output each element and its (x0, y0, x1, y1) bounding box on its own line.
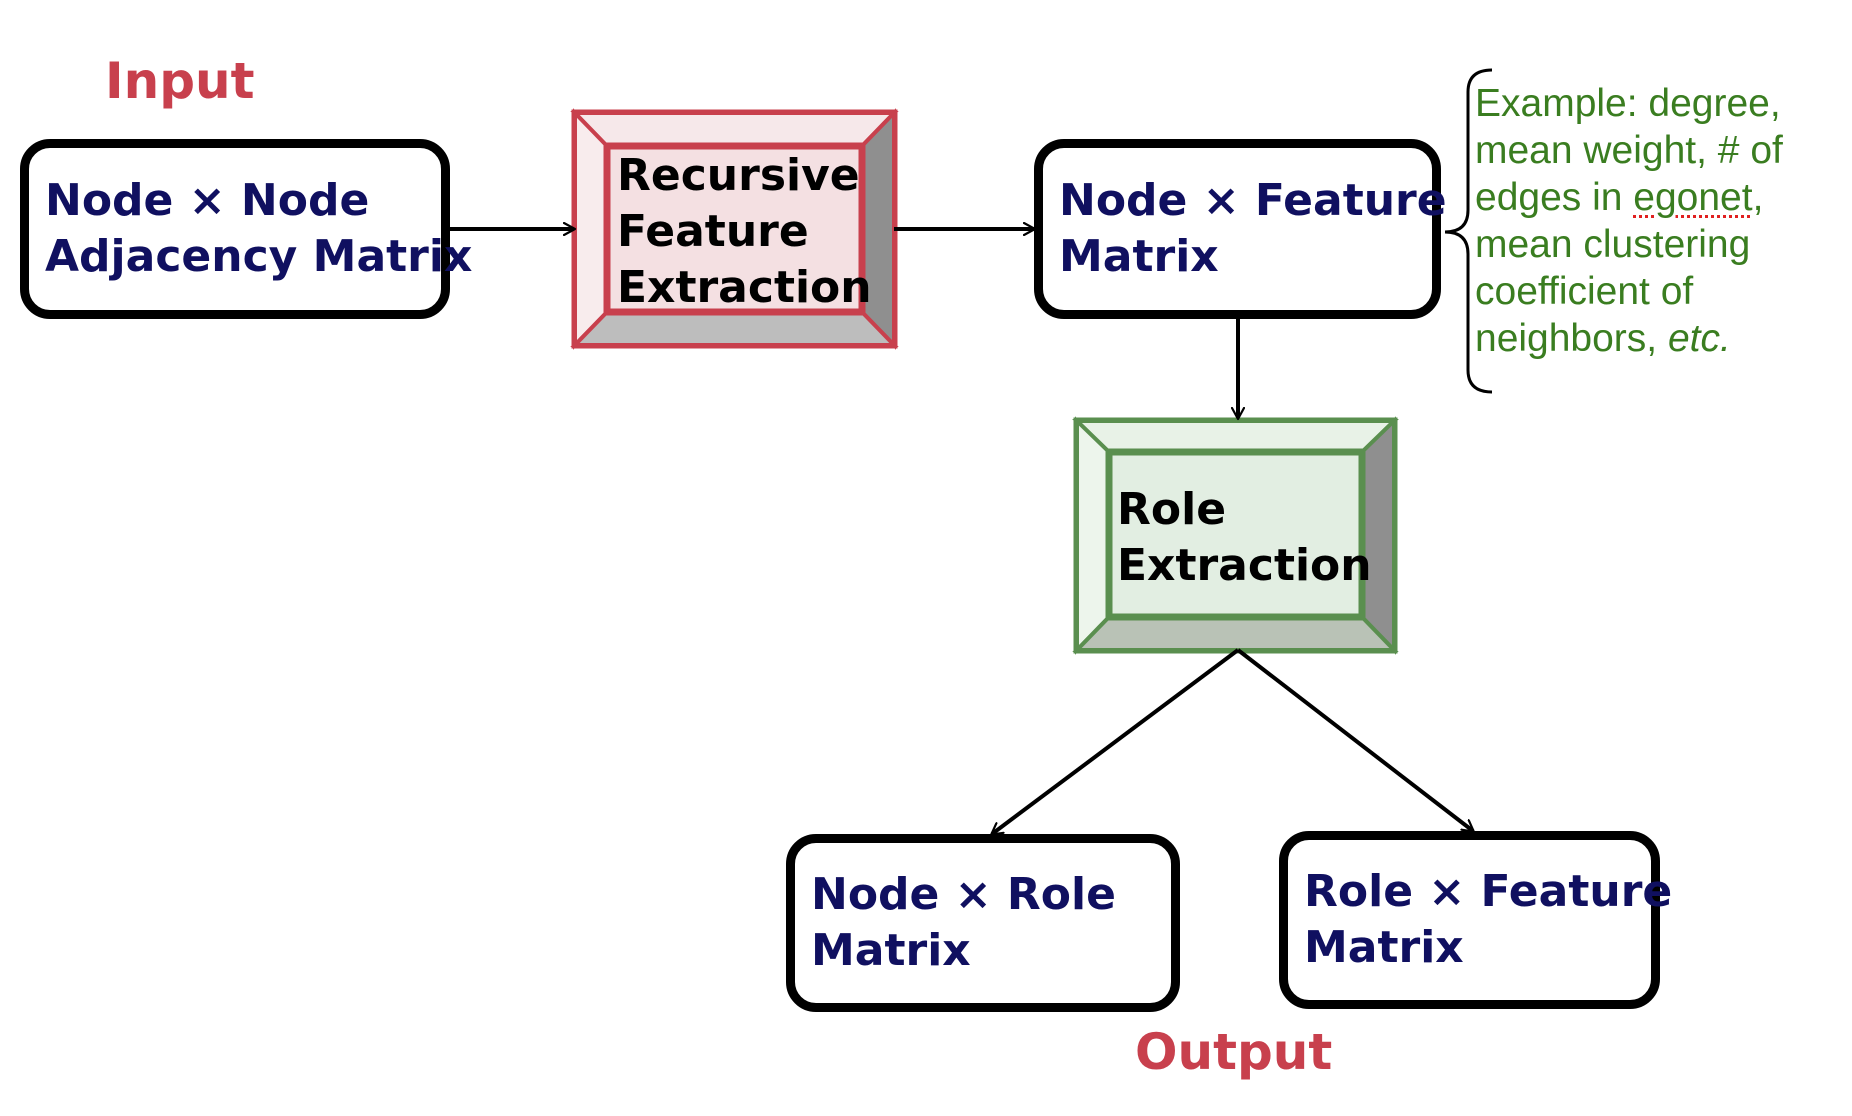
node-role-line2: Matrix (811, 925, 971, 976)
role-extraction-line1: Role (1117, 484, 1227, 535)
node-role-matrix-box: Node × Role Matrix (786, 834, 1180, 1012)
node-feature-line1: Node × Feature (1059, 175, 1447, 226)
node-feature-matrix-box: Node × Feature Matrix (1034, 139, 1447, 319)
role-extraction-box (1072, 416, 1399, 655)
note-line3-pre: edges in (1475, 176, 1634, 219)
output-label: Output (1135, 1023, 1333, 1081)
arrow-role-extraction-to-role-feature (1236, 648, 1473, 831)
note-line6-pre: neighbors, (1475, 317, 1668, 360)
note-line1: Example: degree, (1475, 82, 1781, 125)
arrow-role-extraction-to-node-role (992, 648, 1240, 834)
note-etc: etc. (1667, 317, 1731, 360)
role-feature-matrix-box: Role × Feature Matrix (1279, 831, 1673, 1009)
note-line5: coefficient of (1475, 270, 1694, 313)
adjacency-matrix-box: Node × Node Adjacency Matrix (20, 139, 473, 319)
node-role-line1: Node × Role (811, 869, 1116, 920)
note-line3-post: , (1752, 176, 1764, 219)
curly-brace (1444, 68, 1493, 394)
adjacency-matrix-line1: Node × Node (45, 175, 370, 226)
recursive-line3: Extraction (617, 262, 872, 313)
role-extraction-label: Role Extraction (1117, 482, 1372, 594)
note-line6: neighbors, etc. (1475, 315, 1835, 362)
note-egonet-word: egonet (1633, 176, 1753, 219)
role-feature-line2: Matrix (1304, 922, 1464, 973)
adjacency-matrix-line2: Adjacency Matrix (45, 231, 473, 282)
note-line4: mean clustering (1475, 223, 1751, 266)
note-line2: mean weight, # of (1475, 129, 1783, 172)
recursive-feature-extraction-label: Recursive Feature Extraction (617, 148, 872, 316)
recursive-line2: Feature (617, 206, 809, 257)
recursive-feature-extraction-box (570, 108, 899, 350)
node-feature-line2: Matrix (1059, 231, 1219, 282)
note-line3: edges in egonet, (1475, 174, 1835, 221)
recursive-line1: Recursive (617, 150, 860, 201)
role-extraction-line2: Extraction (1117, 540, 1372, 591)
role-feature-line1: Role × Feature (1304, 866, 1673, 917)
input-label: Input (105, 52, 255, 110)
feature-example-note: Example: degree, mean weight, # of edges… (1475, 80, 1835, 362)
